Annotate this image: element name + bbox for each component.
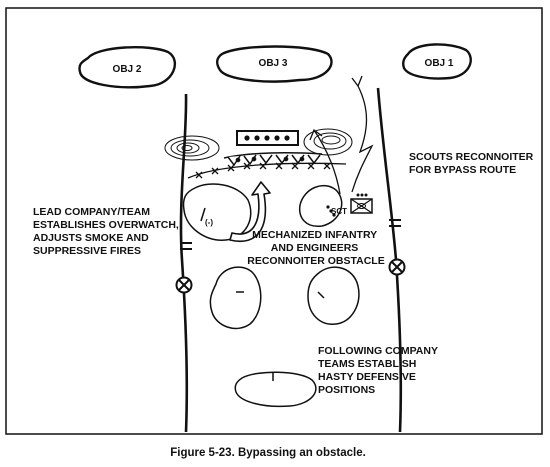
terrain-hill-right	[303, 128, 353, 156]
obj3-label: OBJ 3	[259, 58, 288, 69]
lead-company-position: (-)	[182, 183, 252, 241]
objective-obj3: OBJ 3	[216, 45, 333, 83]
following-team-rear	[234, 371, 317, 408]
unit-marker: (-)	[205, 218, 213, 227]
advance-arrow-icon	[229, 181, 271, 242]
mech-infantry-label: MECHANIZED INFANTRY AND ENGINEERS RECONN…	[247, 229, 384, 267]
following-team-right	[307, 266, 360, 325]
terrain-hill-left	[164, 135, 220, 161]
sct-label: SCT	[331, 207, 347, 216]
lead-company-label: LEAD COMPANY/TEAM ESTABLISHES OVERWATCH,…	[33, 206, 182, 257]
obstacle-triangle-line	[223, 152, 323, 167]
wire-obstacle-line	[187, 162, 347, 179]
enemy-position-icon	[236, 130, 299, 146]
left-boundary-line	[179, 93, 189, 433]
diagram-frame	[5, 7, 543, 435]
obj2-label: OBJ 2	[113, 64, 142, 75]
mech-infantry-position	[298, 184, 343, 227]
objective-obj1: OBJ 1	[402, 43, 472, 80]
left-boundary-equals	[180, 242, 192, 250]
following-company-label: FOLLOWING COMPANY TEAMS ESTABLISH HASTY …	[318, 345, 441, 396]
figure-caption: Figure 5-23. Bypassing an obstacle.	[170, 447, 366, 459]
following-team-left	[209, 266, 262, 330]
scouts-label: SCOUTS RECONNOITER FOR BYPASS ROUTE	[409, 151, 536, 176]
scout-route-arrows	[309, 75, 374, 195]
right-boundary-equals	[389, 219, 401, 227]
left-checkpoint-icon	[175, 276, 193, 294]
right-checkpoint-icon	[388, 258, 406, 276]
obj1-label: OBJ 1	[425, 58, 454, 69]
scout-vehicle-icon	[350, 193, 373, 214]
objective-obj2: OBJ 2	[78, 46, 177, 89]
